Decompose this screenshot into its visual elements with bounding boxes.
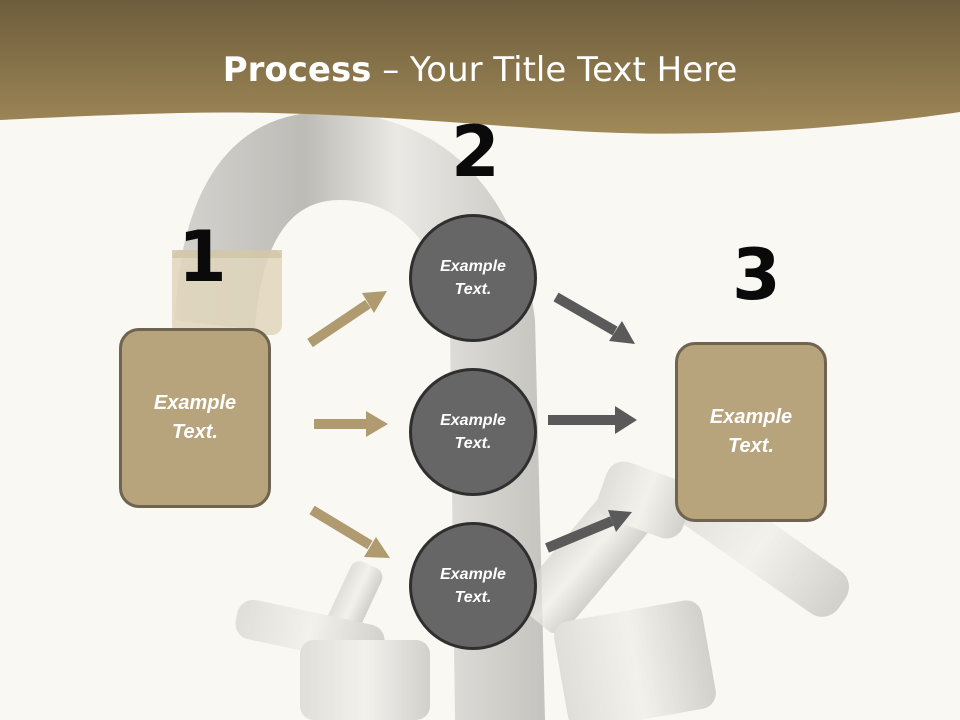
arrow-1-to-circle-bottom (309, 505, 390, 558)
arrow-circle-bottom-to-3 (545, 510, 632, 553)
step-1-box[interactable]: Example Text. (119, 328, 271, 508)
step-number-3: 3 (732, 234, 781, 316)
title-bold-text: Process (222, 50, 372, 90)
arrow-1-to-circle-top (307, 291, 387, 348)
step-3-text-line2: Text. (728, 435, 774, 457)
step-2-circle-top[interactable]: Example Text. (409, 214, 537, 342)
circle-bottom-text-line1: Example (440, 566, 506, 583)
title-rest-text: – Your Title Text Here (371, 50, 738, 90)
circle-middle-text-line2: Text. (454, 435, 492, 452)
step-1-text-line1: Example (153, 392, 237, 414)
step-3-text-line1: Example (709, 406, 793, 428)
step-2-circle-middle[interactable]: Example Text. (409, 368, 537, 496)
arrow-circle-top-to-3 (553, 292, 635, 344)
circle-middle-text-line1: Example (440, 412, 506, 429)
step-3-box[interactable]: Example Text. (675, 342, 827, 522)
step-number-2: 2 (451, 111, 500, 193)
arrow-circle-middle-to-3 (548, 406, 637, 434)
arrow-1-to-circle-middle (314, 411, 388, 437)
circle-top-text-line2: Text. (454, 281, 492, 298)
slide-title: Process – Your Title Text Here (0, 50, 960, 90)
step-number-1: 1 (178, 216, 227, 298)
step-2-circle-bottom[interactable]: Example Text. (409, 522, 537, 650)
circle-bottom-text-line2: Text. (454, 589, 492, 606)
circle-top-text-line1: Example (440, 258, 506, 275)
step-1-text-line2: Text. (172, 421, 218, 443)
